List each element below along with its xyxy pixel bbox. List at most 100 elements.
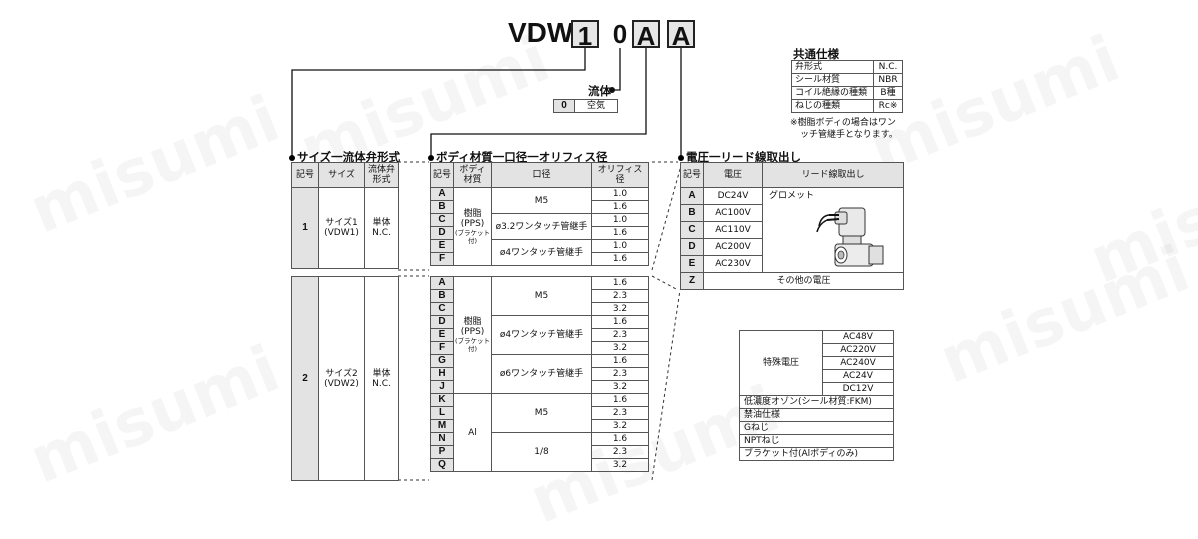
note-line: ※樹脂ボディの場合はワン <box>790 118 896 128</box>
body-orifice: 1.0 <box>591 239 649 253</box>
material-line: 樹脂 <box>463 208 482 219</box>
size-code: 1 <box>291 187 319 269</box>
header-line: 材質 <box>463 175 482 185</box>
voltage-value: AC230V <box>703 255 763 273</box>
common-spec-note: ※樹脂ボディの場合はワン ッチ管継手となります。 <box>790 117 898 141</box>
size-col-code: 記号 <box>291 162 319 188</box>
special-voltage: AC48V <box>822 330 894 344</box>
voltage-col-lead: リード線取出し <box>762 162 904 188</box>
lead-label: グロメット <box>769 191 815 201</box>
size-code: 2 <box>291 276 319 481</box>
voltage-code: C <box>680 221 704 239</box>
model-code-fluid: 0 <box>612 19 628 49</box>
connector-lines <box>291 48 683 481</box>
body-orifice: 1.6 <box>591 200 649 214</box>
body-port: M5 <box>491 187 592 214</box>
spec-value: Rc※ <box>873 99 903 113</box>
body-code: P <box>430 445 454 459</box>
body-table-title: ボディ材質一口径一オリフィス径 <box>428 149 607 165</box>
fluid-code: 0 <box>553 99 575 113</box>
voltage-col-voltage: 電圧 <box>703 162 763 188</box>
body-port: M5 <box>491 276 592 316</box>
body-orifice: 2.3 <box>591 406 649 420</box>
body-orifice: 3.2 <box>591 302 649 316</box>
material-line: (PPS) <box>460 327 485 337</box>
voltage-table-title: 電圧一リード線取出し <box>678 149 801 165</box>
spec-label: シール材質 <box>791 73 874 87</box>
header-line: 形式 <box>372 175 391 185</box>
size-line: (VDW1) <box>324 228 359 238</box>
body-code: N <box>430 432 454 446</box>
body-code: G <box>430 354 454 368</box>
body-material: 樹脂(PPS)(ブラケット付) <box>453 276 492 394</box>
common-spec-title: 共通仕様 <box>793 47 839 61</box>
special-table: 特殊電圧 AC48V AC220V AC240V AC24V DC12V 低濃度… <box>739 330 894 461</box>
size-col-size: サイズ <box>318 162 365 188</box>
body-port: ø6ワンタッチ管継手 <box>491 354 592 394</box>
fluid-table: 0 空気 <box>553 99 618 113</box>
body-orifice: 2.3 <box>591 445 649 459</box>
voltage-table: 記号 電圧 リード線取出し A DC24V グロメット B AC100 <box>680 162 904 290</box>
body-code: E <box>430 239 454 253</box>
size-name: サイズ2(VDW2) <box>318 276 365 481</box>
body-code: B <box>430 200 454 214</box>
spec-value: N.C. <box>873 60 903 74</box>
fluid-title: 流体 <box>588 84 611 98</box>
body-code: M <box>430 419 454 433</box>
body-code: B <box>430 289 454 303</box>
voltage-code: A <box>680 187 704 205</box>
spec-label: 弁形式 <box>791 60 874 74</box>
body-col-orifice: オリフィス径 <box>591 162 649 188</box>
voltage-code: Z <box>680 272 704 290</box>
body-material: 樹脂(PPS)(ブラケット付) <box>453 187 492 266</box>
model-code-prefix: VDW <box>508 17 574 48</box>
spec-label: ねじの種類 <box>791 99 874 113</box>
body-port: M5 <box>491 393 592 433</box>
special-option: 低濃度オゾン(シール材質:FKM) <box>739 395 894 409</box>
body-port: ø3.2ワンタッチ管継手 <box>491 213 592 240</box>
header-line: 径 <box>615 175 625 185</box>
size-line: (VDW2) <box>324 378 359 389</box>
body-orifice: 1.0 <box>591 187 649 201</box>
spec-label: コイル絶縁の種類 <box>791 86 874 100</box>
body-code: A <box>430 187 454 201</box>
body-code: K <box>430 393 454 407</box>
type-line: N.C. <box>372 378 391 389</box>
body-orifice: 2.3 <box>591 367 649 381</box>
body-code: D <box>430 315 454 329</box>
model-code-body: A <box>632 20 660 50</box>
special-voltage-label: 特殊電圧 <box>739 330 823 396</box>
body-code: L <box>430 406 454 420</box>
body-code: C <box>430 302 454 316</box>
body-port: ø4ワンタッチ管継手 <box>491 239 592 266</box>
voltage-other: その他の電圧 <box>703 272 904 290</box>
body-code: Q <box>430 458 454 472</box>
body-port: 1/8 <box>491 432 592 472</box>
body-code: C <box>430 213 454 227</box>
body-code: D <box>430 226 454 240</box>
voltage-code: D <box>680 238 704 256</box>
body-orifice: 1.6 <box>591 315 649 329</box>
body-orifice: 3.2 <box>591 419 649 433</box>
body-port: ø4ワンタッチ管継手 <box>491 315 592 355</box>
body-col-code: 記号 <box>430 162 454 188</box>
valve-illustration <box>816 207 884 267</box>
size-table-title: サイズ一流体弁形式 <box>289 149 400 165</box>
note-line: ッチ管継手となります。 <box>800 130 898 140</box>
special-option: 禁油仕様 <box>739 408 894 422</box>
body-code: F <box>430 341 454 355</box>
body-code: F <box>430 252 454 266</box>
special-voltage: AC240V <box>822 356 894 370</box>
header-line: 流体弁 <box>367 165 395 175</box>
material-line: (PPS) <box>460 218 485 229</box>
spec-value: NBR <box>873 73 903 87</box>
special-voltage: DC12V <box>822 382 894 396</box>
body-orifice: 3.2 <box>591 341 649 355</box>
body-orifice: 1.6 <box>591 252 649 266</box>
header-line: オリフィス <box>597 165 643 175</box>
voltage-code: E <box>680 255 704 273</box>
body-orifice: 1.0 <box>591 213 649 227</box>
voltage-value: DC24V <box>703 187 763 205</box>
